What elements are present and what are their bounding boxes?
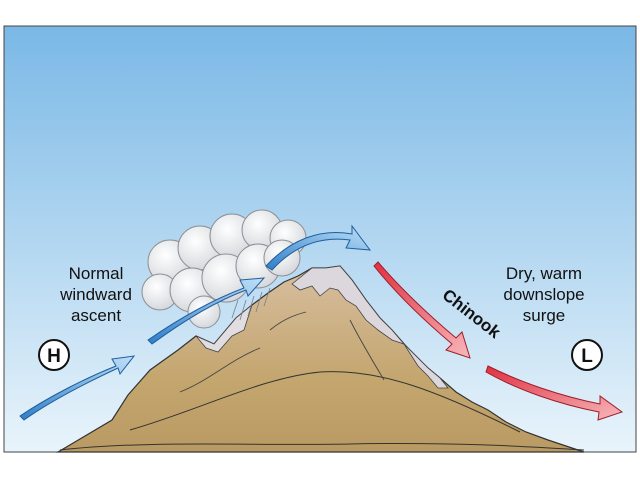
windward-arrow-lower bbox=[19, 355, 136, 421]
chinook-arrow-lower bbox=[485, 365, 624, 421]
high-pressure-label: H bbox=[47, 346, 61, 367]
downslope-label-line3: surge bbox=[523, 306, 566, 325]
chinook-arrow-upper bbox=[373, 261, 471, 359]
windward-arrow-upper bbox=[265, 224, 372, 271]
mountain bbox=[55, 265, 585, 453]
low-pressure-marker: L bbox=[571, 339, 603, 371]
windward-label-line2: windward bbox=[59, 285, 132, 304]
downslope-label-line2: downslope bbox=[503, 285, 584, 304]
windward-arrow-middle bbox=[147, 277, 266, 345]
windward-label-line1: Normal bbox=[69, 264, 124, 283]
downslope-label: Dry, warm downslope surge bbox=[503, 264, 584, 325]
low-pressure-label: L bbox=[581, 346, 593, 367]
rain-streaks bbox=[231, 287, 271, 321]
windward-label: Normal windward ascent bbox=[59, 264, 132, 325]
windward-arrows bbox=[19, 224, 372, 421]
windward-label-line3: ascent bbox=[71, 306, 121, 325]
chinook-arrows bbox=[373, 261, 624, 421]
high-pressure-marker: H bbox=[38, 339, 70, 371]
downslope-label-line1: Dry, warm bbox=[506, 264, 582, 283]
